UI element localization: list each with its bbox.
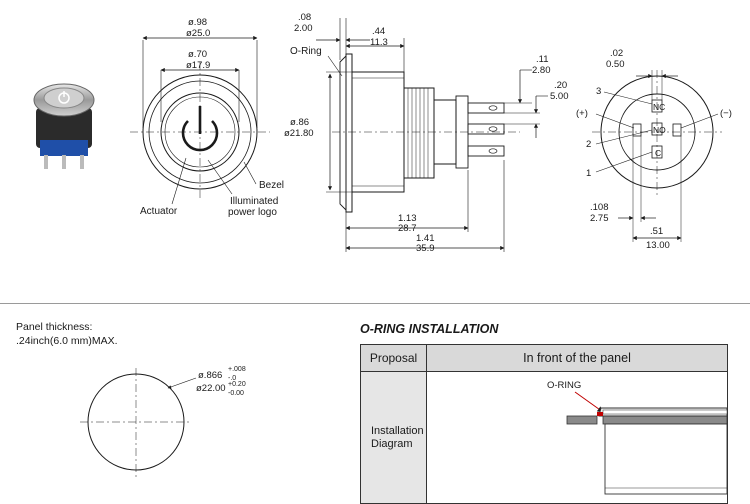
pin-3-label: 3: [596, 86, 601, 97]
c-label: C: [655, 148, 661, 158]
term-w-mm: 5.00: [550, 91, 569, 102]
pin-plus-label: (+): [576, 108, 588, 119]
front-inner-dim-mm: ø17.9: [186, 60, 210, 71]
oring-installation-table: Proposal In front of the panel Installat…: [360, 344, 728, 504]
nc-label: NC: [653, 102, 665, 112]
body-dia-in: ø.86: [290, 117, 309, 128]
cutout-dim-in-tol-plus: +.008: [228, 366, 246, 373]
flange-dim-in: .08: [298, 12, 311, 23]
depth-dim-in: .44: [372, 26, 385, 37]
front-view: [130, 35, 270, 205]
table-header-row: Proposal In front of the panel: [360, 344, 728, 372]
len1-mm: 28.7: [398, 223, 417, 234]
panel-cutout: [80, 368, 197, 478]
no-label: NO: [653, 125, 666, 135]
oring-callout-label: O-RING: [547, 380, 581, 391]
term-gap-in: .11: [536, 54, 549, 65]
rear-bot2-mm: 13.00: [646, 240, 670, 251]
product-photo: [33, 83, 95, 169]
cutout-dim-mm-tol-minus: -0.00: [228, 390, 244, 397]
rear-top-in: .02: [610, 48, 623, 59]
front-panel-header: In front of the panel: [426, 344, 728, 372]
len1-in: 1.13: [398, 213, 417, 224]
panel-thickness-line1: Panel thickness:: [16, 321, 93, 333]
installation-diagram: O-RING: [547, 380, 728, 495]
logo-label-line1: Illuminated: [230, 196, 278, 207]
actuator-label: Actuator: [140, 206, 178, 217]
term-w-in: .20: [554, 80, 567, 91]
rear-top-mm: 0.50: [606, 59, 625, 70]
side-view: [316, 18, 548, 252]
section-divider: [0, 303, 750, 304]
rear-bot1-in: .108: [590, 202, 609, 213]
pin-2-label: 2: [586, 139, 591, 150]
len2-mm: 35.9: [416, 243, 435, 254]
rear-bot2-in: .51: [650, 226, 663, 237]
front-outer-dim-mm: ø25.0: [186, 28, 210, 39]
bezel-label: Bezel: [259, 180, 284, 191]
rear-view: [592, 70, 722, 242]
logo-label-line2: power logo: [228, 207, 277, 218]
rear-bot1-mm: 2.75: [590, 213, 609, 224]
body-dia-mm: ø21.80: [284, 128, 314, 139]
term-gap-mm: 2.80: [532, 65, 551, 76]
oring-label: O-Ring: [290, 46, 322, 57]
pin-1-label: 1: [586, 168, 591, 179]
panel-thickness-note: Panel thickness: .24inch(6.0 mm)MAX.: [16, 320, 118, 348]
installation-diagram-label: Installation Diagram: [360, 371, 427, 504]
cutout-dim-mm-tol-plus: +0.20: [228, 381, 246, 388]
row-label-line2: Diagram: [371, 437, 413, 450]
flange-dim-mm: 2.00: [294, 23, 313, 34]
front-outer-dim-in: ø.98: [188, 17, 207, 28]
cutout-dim-mm: ø22.00: [196, 383, 226, 394]
row-label-line1: Installation: [371, 424, 424, 437]
pin-minus-label: (−): [720, 108, 732, 119]
table-row: Installation Diagram O-RING: [360, 371, 728, 504]
installation-diagram-cell: O-RING: [426, 371, 728, 504]
oring-installation-title: O-RING INSTALLATION: [360, 322, 499, 336]
cutout-dim-in-tol-minus: -.0: [228, 375, 236, 382]
panel-thickness-line2: .24inch(6.0 mm)MAX.: [16, 335, 118, 347]
depth-dim-mm: 11.3: [370, 37, 388, 48]
front-inner-dim-in: ø.70: [188, 49, 207, 60]
cutout-dim-in: ø.866: [198, 370, 222, 381]
proposal-header: Proposal: [360, 344, 427, 372]
len2-in: 1.41: [416, 233, 435, 244]
